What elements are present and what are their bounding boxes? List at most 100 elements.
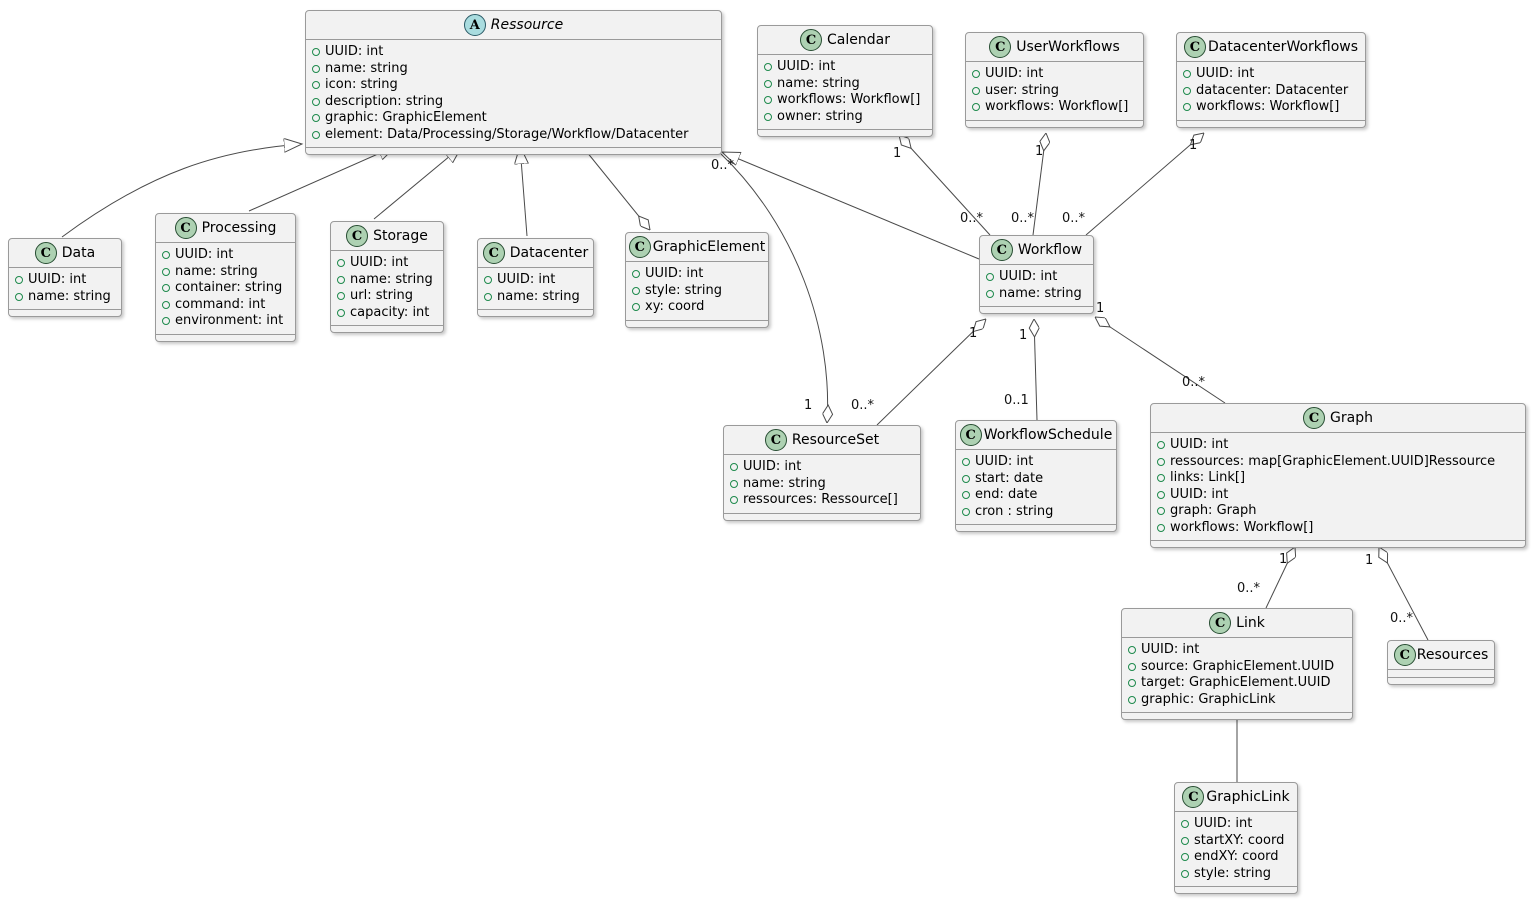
edge-graph-resources (1379, 547, 1429, 641)
field-icon (972, 70, 980, 79)
field: style: string (645, 282, 723, 298)
field: ressources: map[GraphicElement.UUID]Ress… (1170, 453, 1496, 469)
multiplicity-label: 1 (1035, 144, 1044, 159)
field-icon (15, 276, 23, 285)
class-title: GraphicElement (652, 239, 766, 255)
field: ressources: Ressource[] (743, 492, 898, 507)
multiplicity-label: 0..* (1011, 211, 1035, 226)
field-icon (337, 308, 345, 317)
multiplicity-label: 0..* (960, 211, 984, 226)
class-icon: C (1182, 786, 1205, 808)
field: workflows: Workflow[] (777, 92, 921, 107)
field: graph: Graph (1170, 503, 1257, 518)
field-icon (162, 317, 170, 326)
field-icon (312, 130, 320, 139)
field: UUID: int (777, 59, 836, 74)
field: workflows: Workflow[] (985, 99, 1129, 114)
field-icon (337, 292, 345, 301)
field: cron : string (975, 503, 1054, 519)
class-title: DatacenterWorkflows (1207, 39, 1359, 55)
class-workflowschedule: C WorkflowSchedule UUID: int start: date… (955, 420, 1117, 532)
class-icon: C (34, 242, 57, 264)
edge-workflow-resourceset (876, 319, 986, 426)
edge-graph-link (1265, 547, 1295, 609)
field-icon (764, 112, 772, 121)
field-icon (162, 251, 170, 260)
multiplicity-label: 1 (969, 326, 978, 341)
class-title: UserWorkflows (1016, 39, 1120, 55)
field-icon (962, 458, 970, 467)
field: UUID: int (645, 266, 704, 281)
multiplicity-label: 0..* (1237, 581, 1261, 596)
field: capacity: int (350, 304, 430, 320)
multiplicity-label: 1 (804, 398, 813, 413)
field-icon (986, 273, 994, 282)
field-icon (1128, 695, 1136, 704)
field: links: Link[] (1170, 470, 1246, 485)
field-icon (1157, 490, 1165, 499)
multiplicity-label: 1 (1096, 301, 1105, 316)
field-icon (312, 97, 320, 106)
field-icon (962, 474, 970, 483)
field-icon (484, 292, 492, 301)
field-icon (337, 275, 345, 284)
class-icon: C (1393, 644, 1416, 666)
class-icon: C (628, 236, 651, 258)
field: container: string (175, 280, 283, 295)
field: name: string (743, 475, 826, 491)
field: name: string (777, 75, 860, 91)
field-icon (1183, 86, 1191, 95)
edge-calendar-workflow (899, 135, 991, 236)
field: source: GraphicElement.UUID (1141, 658, 1335, 674)
field-icon (162, 284, 170, 293)
field-icon (312, 114, 320, 123)
field: graphic: GraphicElement (325, 110, 487, 125)
edge-workflow-workflowschedule (1034, 319, 1037, 421)
multiplicity-label: 1 (1189, 138, 1198, 153)
class-title: ResourceSet (791, 432, 880, 448)
field-icon (764, 96, 772, 105)
class-datacenter: C Datacenter UUID: int name: string (477, 238, 594, 317)
field-icon (632, 286, 640, 295)
field: startXY: coord (1194, 832, 1285, 848)
field-icon (632, 270, 640, 279)
edge-datacenterworkflows-workflow (1085, 133, 1204, 236)
field: name: string (28, 288, 111, 304)
field: workflows: Workflow[] (1170, 519, 1314, 535)
abstract-icon: A (463, 14, 486, 36)
field: graphic: GraphicLink (1141, 691, 1276, 707)
field: UUID: int (985, 66, 1044, 81)
field: UUID: int (1170, 486, 1229, 502)
field-icon (1157, 441, 1165, 450)
field-icon (1183, 70, 1191, 79)
class-title: Workflow (1017, 242, 1083, 258)
field: user: string (985, 82, 1059, 98)
field-icon (1157, 507, 1165, 516)
class-icon: C (989, 36, 1012, 58)
field-icon (972, 86, 980, 95)
edge-processing-ressource (248, 146, 396, 212)
class-datacenterworkflows: C DatacenterWorkflows UUID: int datacent… (1176, 32, 1366, 128)
field: owner: string (777, 108, 863, 124)
field-icon (962, 507, 970, 516)
field-icon (1157, 474, 1165, 483)
field-icon (972, 103, 980, 112)
field: UUID: int (497, 272, 556, 287)
edge-workflow-ressource (722, 152, 980, 260)
multiplicity-label: 1 (893, 146, 902, 161)
multiplicity-label: 0..* (1182, 375, 1206, 390)
field-icon (764, 63, 772, 72)
edge-resourceset-ressource (720, 153, 828, 423)
class-title: Storage (373, 228, 428, 244)
multiplicity-label: 0..* (1062, 211, 1086, 226)
field: name: string (999, 285, 1082, 301)
field-icon (1183, 103, 1191, 112)
class-title: Processing (201, 220, 277, 236)
field-icon (1181, 820, 1189, 829)
field-icon (764, 79, 772, 88)
field: UUID: int (175, 247, 234, 262)
class-icon: C (764, 429, 787, 451)
field: element: Data/Processing/Storage/Workflo… (325, 126, 689, 142)
class-storage: C Storage UUID: int name: string url: st… (330, 221, 444, 333)
field-icon (962, 491, 970, 500)
